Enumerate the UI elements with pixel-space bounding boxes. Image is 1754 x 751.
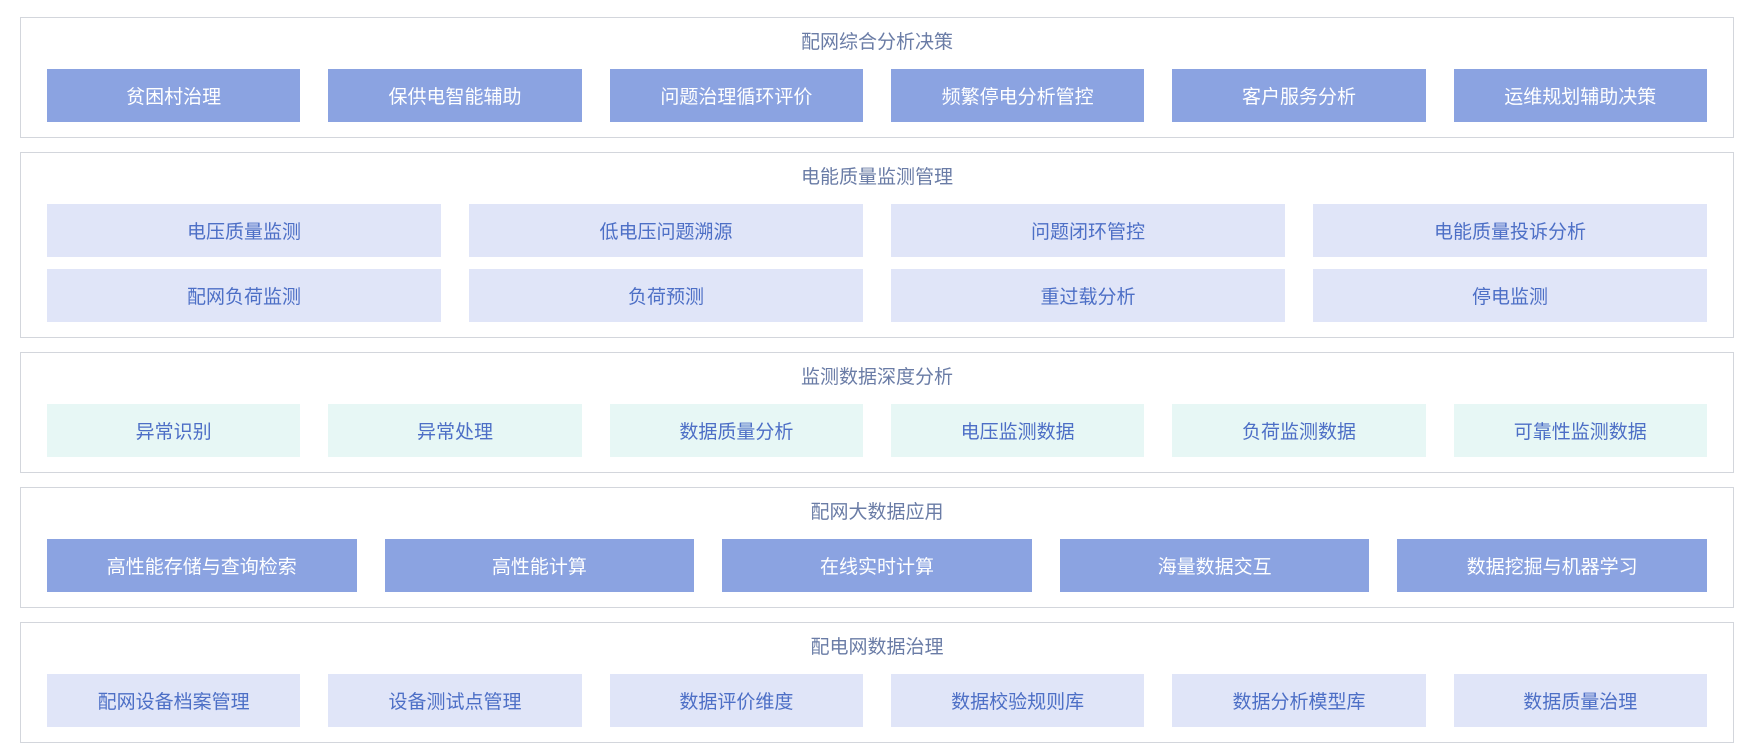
module-tile[interactable]: 电压监测数据 [890, 404, 1145, 457]
module-tile[interactable]: 停电监测 [1313, 269, 1707, 322]
module-tile[interactable]: 高性能存储与查询检索 [47, 539, 357, 592]
module-tile[interactable]: 电压质量监测 [47, 204, 441, 257]
module-tile[interactable]: 数据校验规则库 [890, 674, 1145, 727]
module-tile[interactable]: 负荷监测数据 [1172, 404, 1426, 457]
module-tile[interactable]: 频繁停电分析管控 [890, 69, 1145, 122]
module-tile[interactable]: 在线实时计算 [722, 539, 1032, 592]
tile-row: 配网设备档案管理设备测试点管理数据评价维度数据校验规则库数据分析模型库数据质量治… [47, 674, 1707, 727]
tile-row: 配网负荷监测负荷预测重过载分析停电监测 [47, 269, 1707, 322]
module-tile[interactable]: 数据分析模型库 [1172, 674, 1426, 727]
tile-row: 异常识别异常处理数据质量分析电压监测数据负荷监测数据可靠性监测数据 [47, 404, 1707, 457]
module-tile[interactable]: 数据挖掘与机器学习 [1397, 539, 1707, 592]
module-tile[interactable]: 设备测试点管理 [328, 674, 582, 727]
section-title: 电能质量监测管理 [800, 167, 953, 188]
section-panel-2: 电能质量监测管理电压质量监测低电压问题溯源问题闭环管控电能质量投诉分析配网负荷监… [20, 152, 1734, 338]
module-tile[interactable]: 问题治理循环评价 [609, 69, 863, 122]
section-panel-3: 监测数据深度分析异常识别异常处理数据质量分析电压监测数据负荷监测数据可靠性监测数… [20, 352, 1734, 473]
module-tile[interactable]: 异常识别 [47, 404, 301, 457]
module-tile[interactable]: 电能质量投诉分析 [1313, 204, 1707, 257]
module-tile[interactable]: 配网负荷监测 [47, 269, 441, 322]
section-title: 配网大数据应用 [810, 502, 944, 523]
module-tile[interactable]: 贫困村治理 [47, 69, 301, 122]
module-tile[interactable]: 数据质量分析 [609, 404, 863, 457]
module-tile[interactable]: 数据评价维度 [609, 674, 863, 727]
section-title: 配网综合分析决策 [800, 32, 953, 53]
module-tile[interactable]: 高性能计算 [384, 539, 695, 592]
module-tile[interactable]: 异常处理 [328, 404, 582, 457]
tile-row: 贫困村治理保供电智能辅助问题治理循环评价频繁停电分析管控客户服务分析运维规划辅助… [47, 69, 1707, 122]
section-panel-4: 配网大数据应用高性能存储与查询检索高性能计算在线实时计算海量数据交互数据挖掘与机… [20, 487, 1734, 608]
section-title: 配电网数据治理 [810, 637, 944, 658]
tile-row: 高性能存储与查询检索高性能计算在线实时计算海量数据交互数据挖掘与机器学习 [47, 539, 1707, 592]
module-tile[interactable]: 海量数据交互 [1059, 539, 1370, 592]
module-tile[interactable]: 数据质量治理 [1453, 674, 1707, 727]
section-panel-1: 配网综合分析决策贫困村治理保供电智能辅助问题治理循环评价频繁停电分析管控客户服务… [20, 17, 1734, 138]
module-tile[interactable]: 配网设备档案管理 [47, 674, 301, 727]
section-panel-5: 配电网数据治理配网设备档案管理设备测试点管理数据评价维度数据校验规则库数据分析模… [20, 622, 1734, 743]
module-tile[interactable]: 保供电智能辅助 [328, 69, 582, 122]
module-tile[interactable]: 重过载分析 [891, 269, 1285, 322]
module-tile[interactable]: 可靠性监测数据 [1453, 404, 1707, 457]
module-tile[interactable]: 运维规划辅助决策 [1453, 69, 1707, 122]
module-tile[interactable]: 问题闭环管控 [891, 204, 1285, 257]
module-tile[interactable]: 客户服务分析 [1172, 69, 1426, 122]
module-tile[interactable]: 负荷预测 [469, 269, 863, 322]
section-title: 监测数据深度分析 [800, 367, 953, 388]
tile-row: 电压质量监测低电压问题溯源问题闭环管控电能质量投诉分析 [47, 204, 1707, 257]
module-tile[interactable]: 低电压问题溯源 [469, 204, 863, 257]
